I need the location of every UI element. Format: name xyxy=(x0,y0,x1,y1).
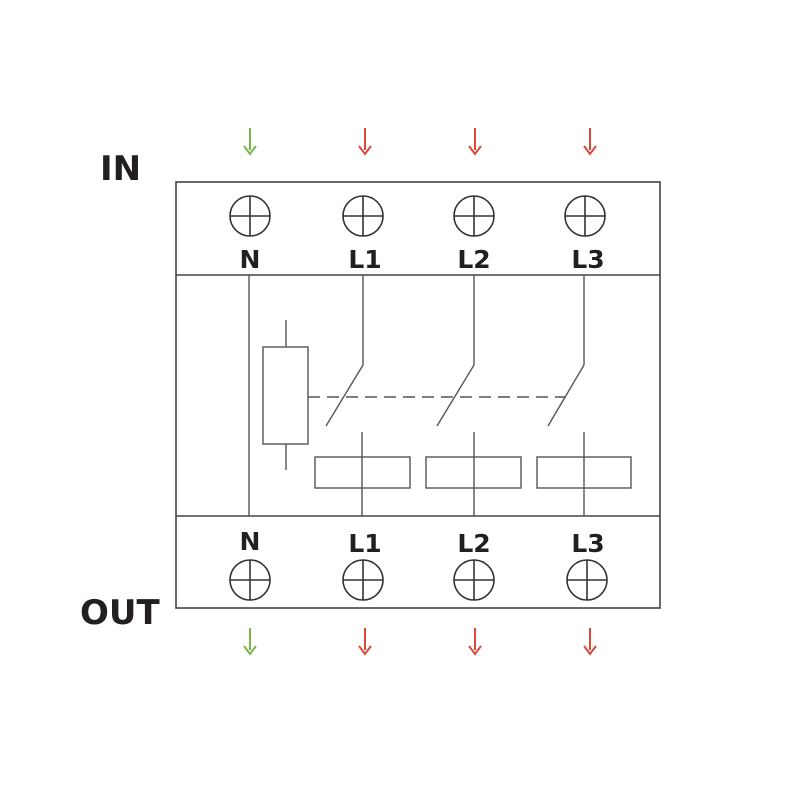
terminal-label-top-l1: L1 xyxy=(348,245,381,274)
terminal-label-bottom-l2: L2 xyxy=(457,529,490,558)
out-label: OUT xyxy=(80,593,161,633)
arrow-in-l2-icon xyxy=(468,128,482,156)
terminal-label-bottom-n: N xyxy=(240,527,261,556)
arrow-out-l2-icon xyxy=(468,628,482,656)
terminal-screw-icon xyxy=(566,559,608,601)
in-label: IN xyxy=(100,149,141,189)
terminal-screw-icon xyxy=(453,195,495,237)
arrow-out-l1-icon xyxy=(358,628,372,656)
trip-coil xyxy=(262,320,309,470)
arrow-out-l3-icon xyxy=(583,628,597,656)
switch-l3 xyxy=(547,275,585,516)
terminal-label-bottom-l1: L1 xyxy=(348,529,381,558)
terminal-screw-icon xyxy=(342,195,384,237)
terminal-screw-icon xyxy=(453,559,495,601)
terminal-label-bottom-l3: L3 xyxy=(571,529,604,558)
terminal-label-top-n: N xyxy=(240,245,261,274)
sensor-box-l3 xyxy=(536,456,632,489)
sensor-box-l1 xyxy=(314,456,411,489)
terminal-label-top-l2: L2 xyxy=(457,245,490,274)
switch-l1 xyxy=(325,275,364,516)
terminal-screw-icon xyxy=(342,559,384,601)
arrow-in-l3-icon xyxy=(583,128,597,156)
arrow-in-l1-icon xyxy=(358,128,372,156)
terminal-screw-icon xyxy=(229,195,271,237)
terminal-screw-icon xyxy=(564,195,606,237)
arrow-out-n-icon xyxy=(243,628,257,656)
arrow-in-n-icon xyxy=(243,128,257,156)
switch-l2 xyxy=(436,275,475,516)
terminal-label-top-l3: L3 xyxy=(571,245,604,274)
device-frame xyxy=(175,181,661,609)
terminal-screw-icon xyxy=(229,559,271,601)
sensor-box-l2 xyxy=(425,456,522,489)
